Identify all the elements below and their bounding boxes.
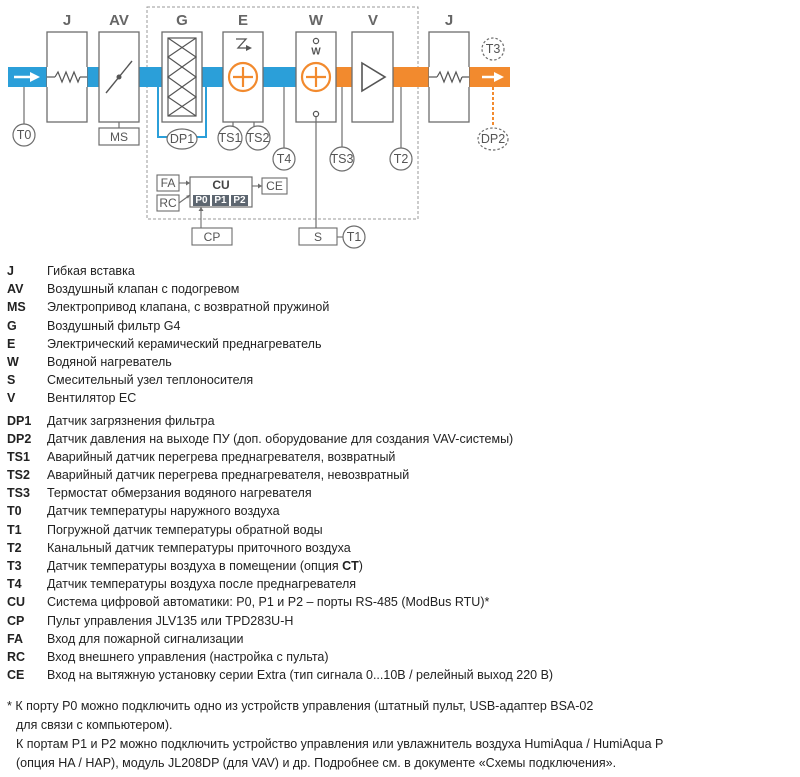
sensor-dp2-label: DP2 — [481, 132, 505, 146]
fa-label: FA — [161, 176, 176, 190]
label-g: G — [176, 12, 188, 29]
air-filter-g — [157, 31, 207, 138]
sensor-ts3 — [329, 146, 355, 172]
label-j1: J — [63, 12, 71, 29]
svg-text:CU: CU — [212, 178, 229, 192]
sensor-t4 — [272, 147, 296, 171]
label-w: W — [309, 12, 324, 29]
ventilation-unit-diagram: J AV G E W V J MS — [8, 6, 510, 249]
sensor-ts3-label: TS3 — [331, 152, 354, 166]
svg-text:W: W — [311, 47, 321, 58]
inlet-arrow — [14, 72, 40, 82]
label-v: V — [368, 12, 378, 29]
ms-box — [98, 127, 140, 146]
control-unit-cu: CU P0 P1 P2 — [189, 176, 253, 208]
sensor-t0 — [12, 123, 36, 147]
label-e: E — [238, 12, 248, 29]
s-label: S — [314, 230, 322, 244]
ce-label: CE — [266, 179, 283, 193]
footnote-line: * К порту P0 можно подключить одно из ус… — [7, 699, 594, 713]
ms-label: MS — [110, 130, 128, 144]
footnote-line: К портам P1 и P2 можно подключить устрой… — [16, 737, 664, 751]
sensor-ts2 — [245, 125, 271, 151]
sensor-ts1-label: TS1 — [219, 131, 242, 145]
svg-text:P0: P0 — [195, 195, 208, 206]
svg-text:P2: P2 — [233, 195, 246, 206]
water-heater-w: W — [295, 31, 337, 228]
sensor-t1-label: T1 — [347, 230, 362, 244]
sensor-t2 — [389, 147, 413, 171]
label-av: AV — [109, 12, 129, 29]
outlet-arrow — [482, 72, 504, 82]
sensor-dp2 — [477, 127, 509, 151]
unit-housing — [146, 6, 419, 220]
footnote-line: (опция HA / HAP), модуль JL208DP (для VA… — [16, 756, 617, 770]
sensor-t4-label: T4 — [277, 152, 292, 166]
footnote: * К порту P0 можно подключить одно из ус… — [7, 697, 797, 773]
rc-label: RC — [159, 196, 177, 210]
flexible-insert-j2 — [428, 31, 470, 123]
cp-box — [191, 227, 233, 246]
sensor-t3-label: T3 — [486, 42, 501, 56]
air-damper-av — [98, 31, 140, 128]
sensor-t0-label: T0 — [17, 128, 32, 142]
svg-text:P1: P1 — [214, 195, 227, 206]
label-j2: J — [445, 12, 453, 29]
sensor-dp1-label: DP1 — [170, 132, 194, 146]
flexible-insert-j1 — [46, 31, 88, 123]
sensor-t3 — [481, 37, 505, 61]
footnote-line: для связи с компьютером). — [16, 718, 173, 732]
ce-box — [261, 177, 288, 195]
sensor-ts2-label: TS2 — [247, 131, 270, 145]
sensor-ts1 — [217, 125, 243, 151]
fan-v — [351, 31, 394, 123]
sensor-t1 — [342, 225, 366, 249]
cp-label: CP — [204, 230, 221, 244]
sensor-dp1 — [166, 128, 198, 150]
sensor-t2-label: T2 — [394, 152, 409, 166]
electric-preheater-e — [222, 31, 264, 128]
